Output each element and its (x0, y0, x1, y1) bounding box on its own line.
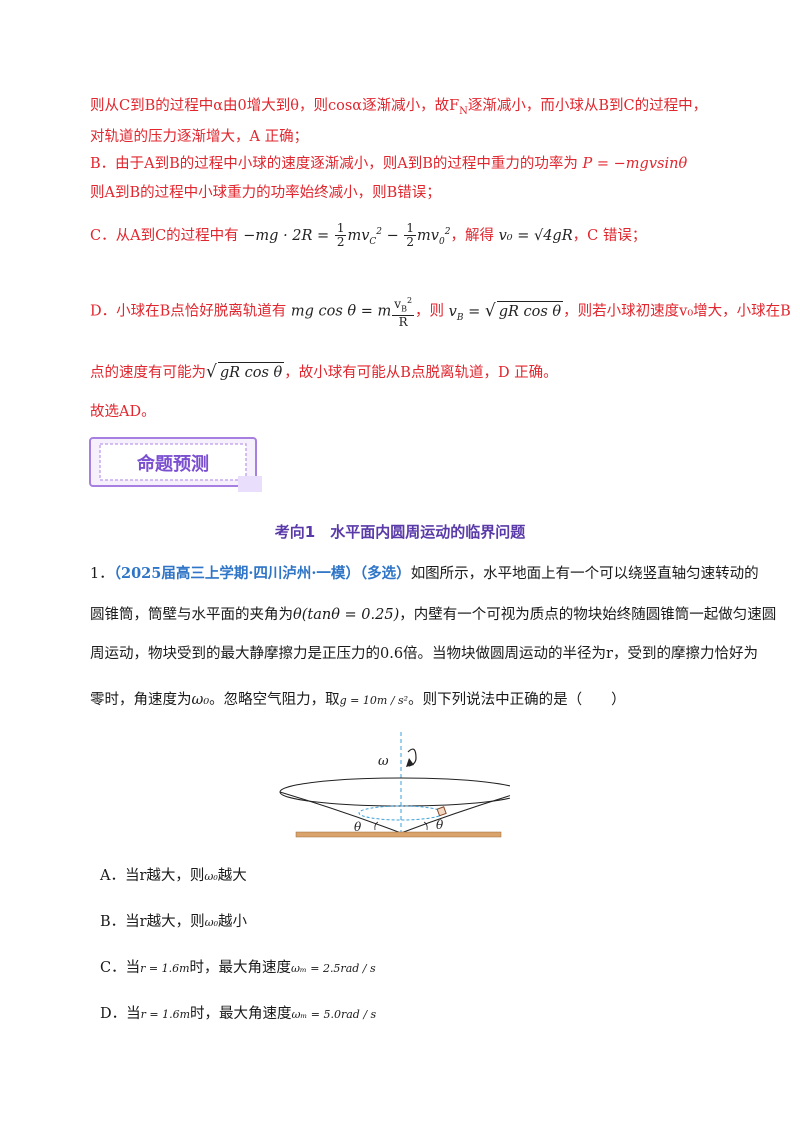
question-text: 圆锥筒，筒壁与水平面的夹角为 (90, 607, 293, 623)
section-title: 考向1 水平面内圆周运动的临界问题 (274, 523, 526, 541)
theta-right-label: θ (436, 818, 444, 832)
banner-title: 命题预测 (137, 453, 209, 475)
radius-condition: r = 1.6m (140, 1008, 191, 1021)
cone-wall-right (400, 795, 510, 834)
omega0: ω₀ (204, 870, 218, 883)
solution-text: ，则若小球初速度v₀增大，小球在B (563, 303, 791, 320)
max-omega-value: ωₘ = 2.5rad / s (291, 962, 376, 975)
arrow-head-icon (406, 758, 414, 767)
solution-line-3: B．由于A到B的过程中小球的速度逐渐减小，则A到B的过程中重力的功率为 P = … (90, 154, 687, 174)
solution-text: ，C 错误； (572, 227, 647, 244)
solution-text: 逐渐减小，而小球从B到C的过程中， (467, 98, 708, 114)
question-text: 如图所示，水平地面上有一个可以绕竖直轴匀速转动的 (410, 566, 759, 582)
g-value: g = 10m / s² (339, 694, 409, 707)
tan-theta-formula: θ(tanθ = 0.25) (293, 607, 400, 623)
question-line-3: 周运动，物块受到的最大静摩擦力是正压力的0.6倍。当物块做圆周运动的半径为r，受… (90, 646, 758, 662)
option-a[interactable]: A．当r越大，则ω₀越大 (100, 868, 247, 884)
theta-left-label: θ (354, 820, 362, 834)
solution-text: ，故小球有可能从B点脱离轨道，D 正确。 (284, 365, 558, 381)
omega-label: ω (378, 754, 389, 769)
cone-rim (279, 777, 510, 807)
block (436, 806, 447, 817)
solution-line-4: 则A到B的过程中小球重力的功率始终减小，则B错误； (90, 185, 441, 201)
solution-text: 则从C到B的过程中α由0增大到θ，则cosα逐渐减小，故F (90, 98, 460, 114)
option-b[interactable]: B．当r越大，则ω₀越小 (100, 914, 247, 930)
detach-formula: mg cos θ = m (290, 303, 392, 320)
solution-text: B．由于A到B的过程中小球的速度逐渐减小，则A到B的过程中重力的功率为 (90, 156, 578, 172)
vb-result: vB = √gR cos θ (448, 300, 564, 323)
cone-wall-left (279, 791, 402, 834)
question-line-1: 1．（2025届高三上学期·四川泸州·一模）（多选）如图所示，水平地面上有一个可… (90, 564, 759, 584)
option-c[interactable]: C．当r = 1.6m时，最大角速度ωₘ = 2.5rad / s (100, 960, 376, 976)
solution-line-8: 故选AD。 (90, 404, 156, 420)
max-omega-value: ωₘ = 5.0rad / s (291, 1008, 377, 1021)
question-text: 零时，角速度为 (90, 692, 192, 708)
ground (295, 831, 502, 838)
sqrt-gr-cos-theta: √gR cos θ (206, 362, 285, 382)
cone-figure: ω θ θ (279, 732, 510, 838)
question-text: 。则下列说法中正确的是（ ） (408, 692, 626, 708)
power-formula: P = −mgvsinθ (582, 156, 688, 172)
omega0: ω₀ (204, 916, 218, 929)
omega0: ω₀ (191, 692, 210, 708)
energy-formula: −mg · 2R = (243, 227, 330, 244)
question-text: 。忽略空气阻力，取 (209, 692, 340, 708)
radius-condition: r = 1.6m (140, 962, 190, 975)
solution-text: ，解得 (450, 227, 494, 244)
subscript: N (459, 105, 468, 117)
solution-line-1: 则从C到B的过程中α由0增大到θ，则cosα逐渐减小，故FN逐渐减小，而小球从B… (90, 96, 707, 122)
question-number: 1． (90, 566, 114, 582)
solution-line-2: 对轨道的压力逐渐增大，A 正确； (90, 129, 309, 145)
solution-line-7: 点的速度有可能为√gR cos θ，故小球有可能从B点脱离轨道，D 正确。 (90, 362, 558, 383)
question-line-4: 零时，角速度为ω₀。忽略空气阻力，取g = 10m / s²。则下列说法中正确的… (90, 690, 626, 711)
solution-text: 点的速度有可能为 (90, 365, 206, 381)
question-source: （2025届高三上学期·四川泸州·一模）（多选） (113, 565, 411, 582)
question-line-2: 圆锥筒，筒壁与水平面的夹角为θ(tanθ = 0.25)，内壁有一个可视为质点的… (90, 605, 776, 625)
question-text: ，内壁有一个可视为质点的物块始终随圆锥筒一起做匀速圆 (399, 607, 777, 623)
v0-result: v₀ = √4gR (498, 227, 573, 244)
solution-text: C．从A到C的过程中有 (90, 227, 239, 244)
solution-text: D．小球在B点恰好脱离轨道有 (90, 303, 287, 320)
option-d[interactable]: D．当r = 1.6m时，最大角速度ωₘ = 5.0rad / s (100, 1006, 377, 1022)
solution-text: ，则 (415, 303, 445, 320)
section-banner: 命题预测 (89, 437, 262, 492)
